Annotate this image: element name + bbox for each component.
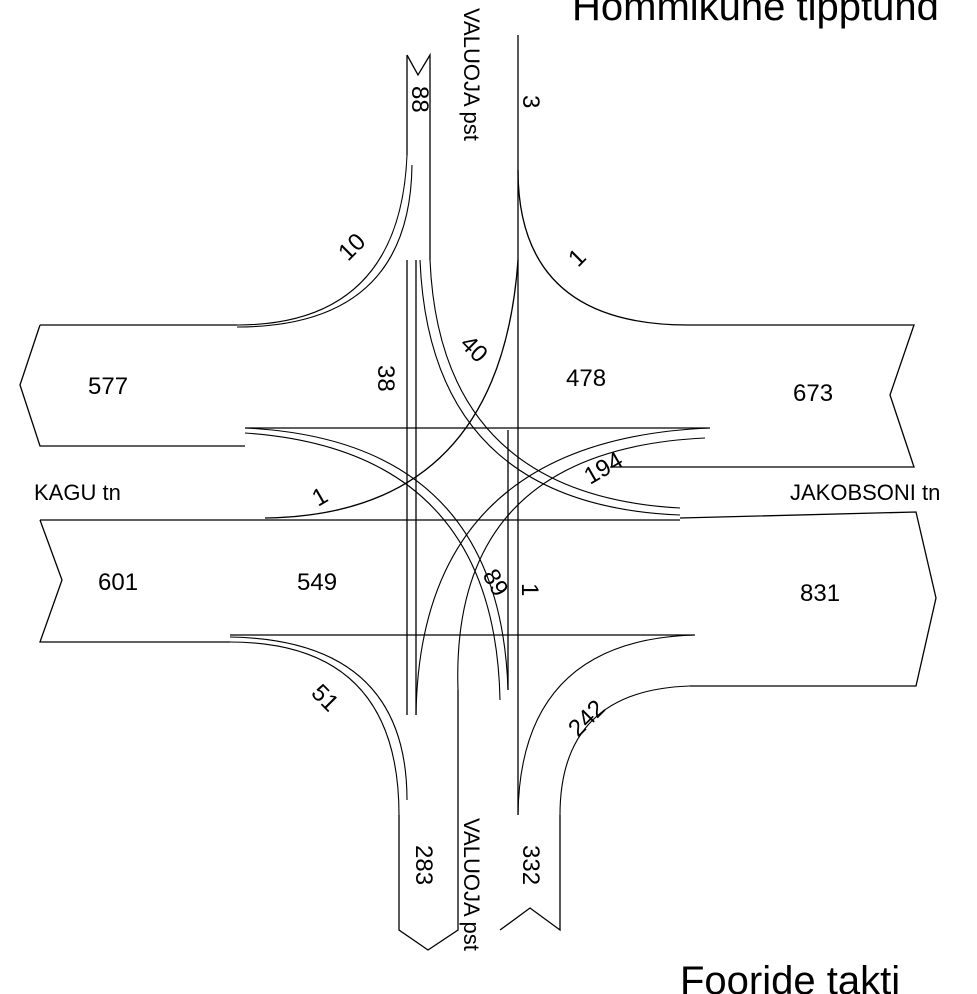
move-west-to-north-b: 242 <box>563 695 610 742</box>
curve-east-south-a <box>415 427 711 716</box>
curve-nw-inner <box>236 164 413 328</box>
curve-se-outer <box>559 685 691 816</box>
move-south-to-west: 10 <box>333 228 371 266</box>
move-south-to-north: 38 <box>372 365 399 392</box>
total-south-out: 283 <box>410 845 437 885</box>
total-east-out: 831 <box>800 580 840 607</box>
street-north: VALUOJA pst <box>459 8 484 141</box>
curve-north-east-a <box>419 259 681 516</box>
curve-north-east-b <box>429 259 681 509</box>
curve-sw-outer <box>229 641 400 816</box>
curve-north-west <box>264 259 519 519</box>
move-west-to-east: 549 <box>297 569 337 596</box>
total-west-out: 577 <box>88 373 128 400</box>
total-north-out: 3 <box>517 95 544 108</box>
street-west: KAGU tn <box>34 480 121 505</box>
curve-west-south-b <box>244 432 501 701</box>
curve-west-south-a <box>244 427 509 691</box>
road-south-left <box>398 690 459 951</box>
curve-east-south-b <box>457 437 706 691</box>
move-east-to-west: 478 <box>566 365 606 392</box>
road-west-lower <box>39 519 265 643</box>
header-title: Hommikune tipptund <box>572 0 939 29</box>
move-north-to-west: 1 <box>308 482 333 512</box>
street-south: VALUOJA pst <box>459 818 484 951</box>
move-north-to-east: 40 <box>455 330 493 368</box>
total-south-in: 332 <box>517 845 544 885</box>
curve-se-inner <box>517 634 696 816</box>
move-north-to-south: 51 <box>306 679 344 717</box>
road-west-upper <box>19 324 245 447</box>
road-east-upper <box>610 324 915 468</box>
curve-ne <box>517 169 689 326</box>
curve-sw-inner <box>229 636 408 801</box>
road-north-left <box>406 52 431 260</box>
total-west-in: 601 <box>98 569 138 596</box>
footer-title: Fooride takti <box>680 959 900 994</box>
total-east-in: 673 <box>793 380 833 407</box>
move-west-to-north: 1 <box>563 244 592 273</box>
curve-nw-outer <box>236 154 408 326</box>
road-east-lower <box>679 511 937 687</box>
road-south-right <box>499 815 561 932</box>
street-east: JAKOBSONI tn <box>790 480 940 505</box>
total-north-in: 88 <box>406 86 433 113</box>
move-south-to-north-b: 1 <box>516 583 543 596</box>
